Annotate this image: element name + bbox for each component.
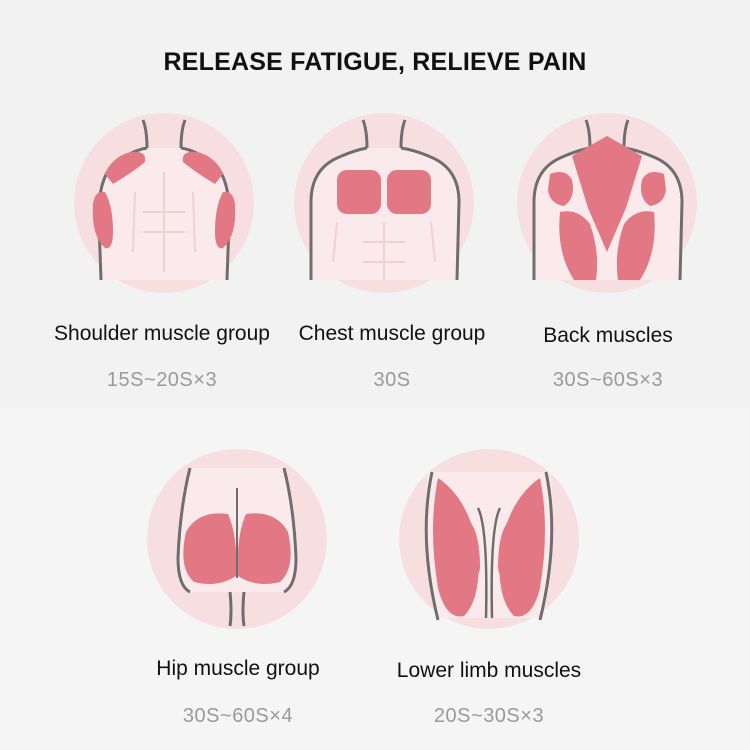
muscle-card-back: [516, 112, 698, 294]
group-name-back: Back muscles: [543, 324, 673, 347]
muscle-card-chest: [293, 112, 475, 294]
hip-muscle-icon: [147, 449, 327, 629]
page-title: RELEASE FATIGUE, RELIEVE PAIN: [163, 48, 587, 76]
group-duration-hip: 30S~60S×4: [182, 705, 294, 727]
group-name-hip: Hip muscle group: [156, 657, 320, 680]
muscle-card-hip: [146, 448, 328, 630]
bottom-panel: [0, 408, 750, 750]
shoulder-muscle-icon: [74, 113, 254, 293]
muscle-card-shoulder: [73, 112, 255, 294]
group-duration-lower-limb: 20S~30S×3: [433, 705, 545, 727]
group-duration-shoulder: 15S~20S×3: [106, 369, 218, 391]
lower-limb-muscle-icon: [399, 449, 579, 629]
group-name-chest: Chest muscle group: [298, 322, 486, 345]
group-name-shoulder: Shoulder muscle group: [54, 322, 270, 345]
group-duration-chest: 30S: [373, 369, 411, 391]
muscle-card-lower-limb: [398, 448, 580, 630]
group-duration-back: 30S~60S×3: [552, 369, 664, 391]
chest-muscle-icon: [294, 113, 474, 293]
group-name-lower-limb: Lower limb muscles: [396, 659, 582, 682]
back-muscle-icon: [517, 113, 697, 293]
